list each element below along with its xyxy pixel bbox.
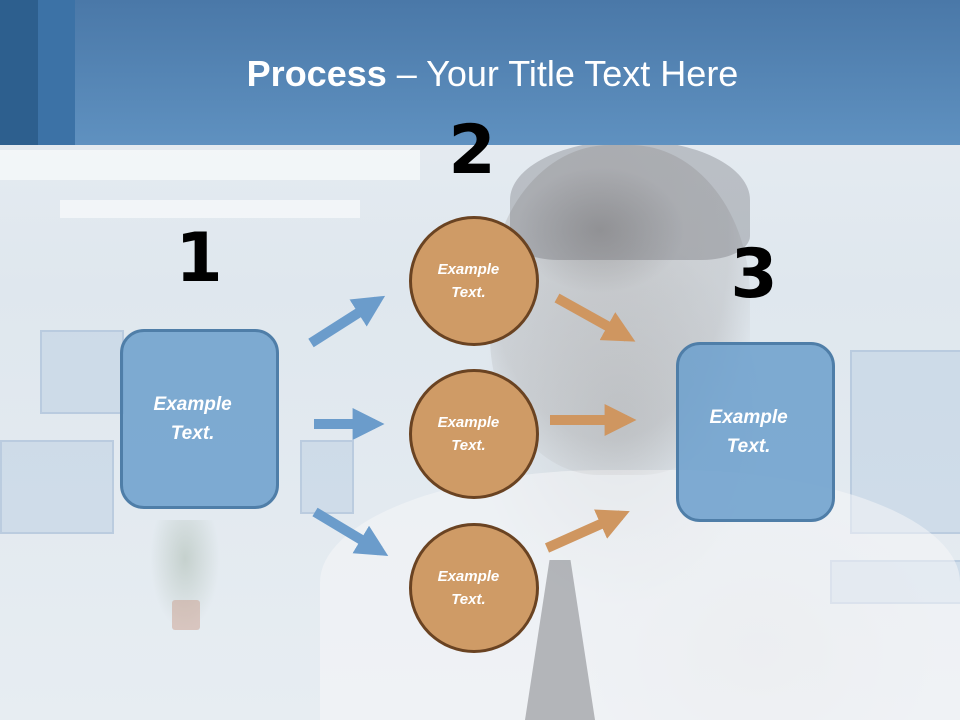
step-number-1[interactable]: 1	[175, 219, 223, 298]
circle-text-line1: Example	[437, 414, 500, 431]
arrow-from-circle-1	[554, 293, 636, 342]
arrow-to-circle-1	[308, 295, 386, 348]
accent-stripe	[38, 0, 75, 145]
arrow-from-circle-3	[544, 509, 630, 553]
box-text-line2: Text.	[726, 436, 771, 457]
accent-stripe	[0, 0, 38, 145]
circle-text-line1: Example	[437, 261, 500, 278]
box-text-line2: Text.	[170, 423, 215, 444]
step-number-3[interactable]: 3	[730, 235, 778, 314]
step-number-2[interactable]: 2	[448, 111, 496, 190]
title-rest: – Your Title Text Here	[386, 53, 739, 94]
circle-text-line2: Text.	[451, 284, 486, 301]
slide-title[interactable]: Process – Your Title Text Here	[0, 52, 960, 96]
box-text-line1: Example	[709, 407, 788, 428]
orange-arrows	[544, 293, 637, 553]
title-bold: Process	[246, 53, 387, 94]
box-text-line1: Example	[153, 394, 232, 415]
circle-text-line2: Text.	[451, 437, 486, 454]
arrow-to-circle-3	[312, 507, 389, 556]
circle-text-line1: Example	[437, 568, 500, 585]
title-bar	[0, 0, 960, 145]
circle-text-line2: Text.	[451, 591, 486, 608]
blue-arrows	[308, 295, 389, 556]
